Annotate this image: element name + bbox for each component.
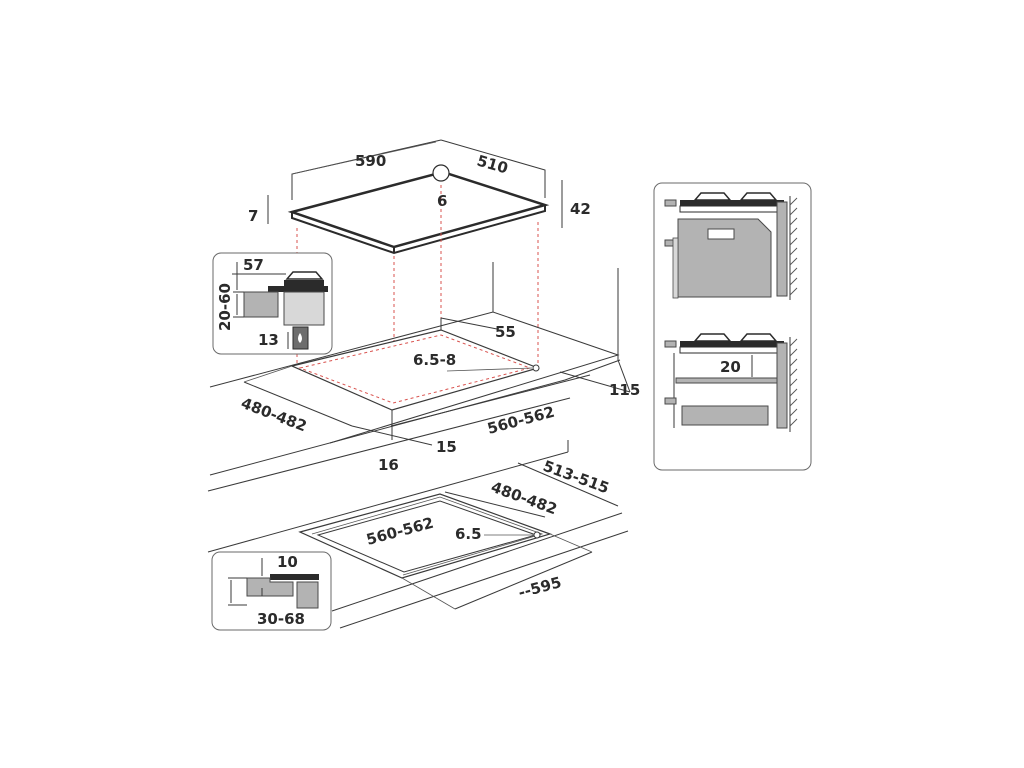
inset-flush-top-label: 10: [277, 553, 298, 571]
inset-thickness-side-label: 20-60: [216, 283, 234, 331]
cutout-width-label: 560-562: [485, 403, 556, 438]
inset-thickness-top-label: 57: [243, 256, 264, 274]
inset-flush-bottom-label: 30-68: [257, 610, 305, 628]
cutout-front-gap-label: 16: [378, 456, 399, 474]
cutout-depth-label: 480-482: [239, 394, 310, 435]
hob-edge-label: 7: [248, 207, 258, 225]
hob-corner-label: 6: [437, 192, 447, 210]
hob-height-label: 42: [570, 200, 591, 218]
cutout-rear-gap-label: 55: [495, 323, 516, 341]
flush-outer-depth-label: 513-515: [541, 457, 612, 497]
inset-oven-gap-label: 20: [720, 358, 741, 376]
inset-cabinet-section: [653, 182, 812, 471]
worktop-cutout: [207, 262, 631, 492]
drawer-below-hob: [664, 333, 798, 432]
inset-thickness-bottom-label: 13: [258, 331, 279, 349]
flush-corner-label: 6.5: [455, 525, 482, 543]
inset-worktop-thickness: [212, 252, 333, 355]
cutout-right-gap-label: 115: [609, 381, 640, 399]
flush-cutout: [207, 440, 629, 629]
flush-outer-width-label: --595: [516, 573, 563, 602]
cutout-side-gap-label: 15: [436, 438, 457, 456]
hob-depth-label: 510: [475, 152, 510, 178]
cutout-corner-label: 6.5-8: [413, 351, 456, 369]
oven-below-hob: [664, 192, 798, 300]
hob-width-label: 590: [355, 152, 386, 170]
inset-flush-profile: [211, 551, 332, 631]
